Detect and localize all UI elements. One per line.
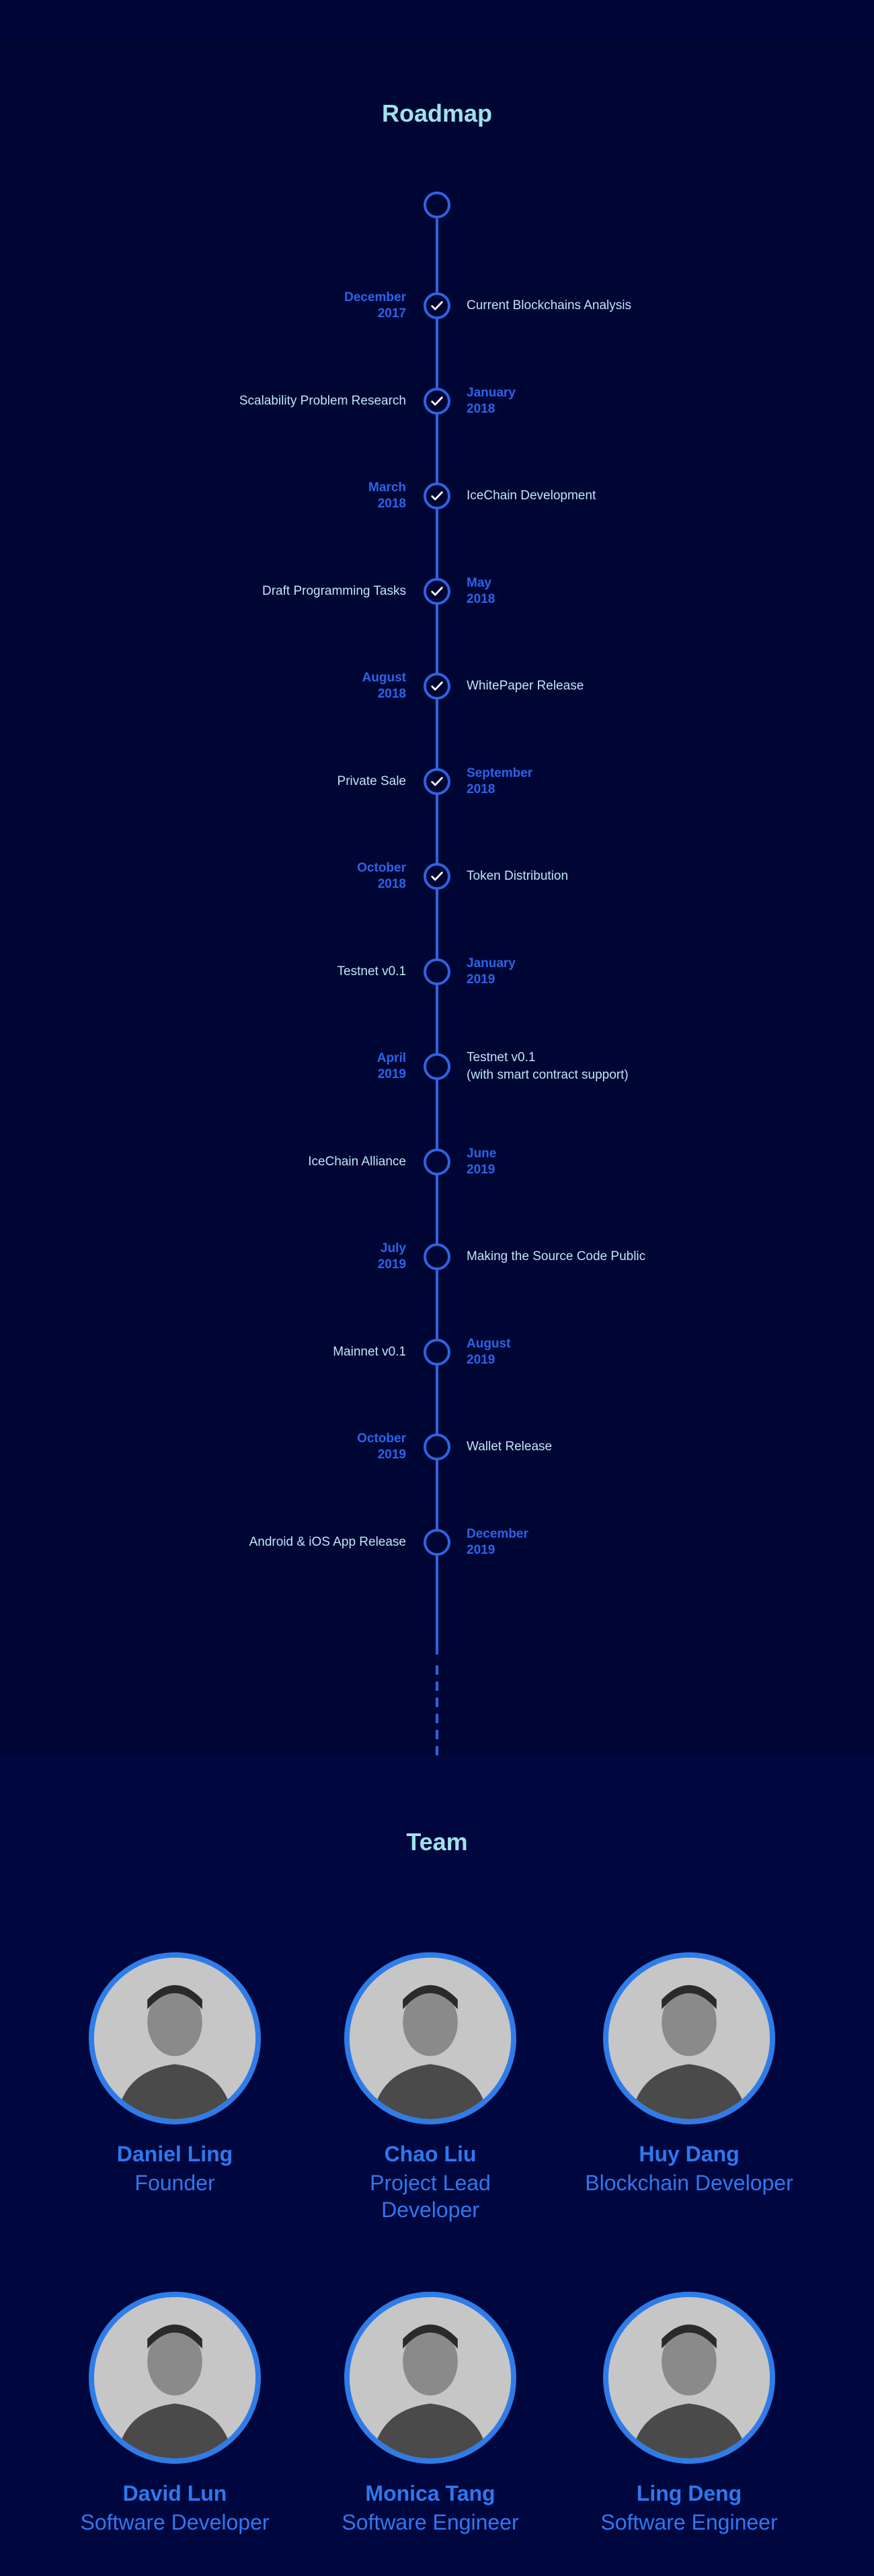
member-name: Ling Deng [636,2481,742,2505]
portrait-photo-icon [608,1958,770,2119]
avatar [344,2292,516,2464]
portrait-photo-icon [350,1958,511,2119]
member-role-text: Founder [134,2171,215,2195]
member-name: Monica Tang [365,2481,495,2505]
member-name: Huy Dang [639,2142,740,2166]
member-role-text: Blockchain Developer [585,2171,793,2195]
member-role: Founder [34,2169,316,2196]
member-role-text: Software Engineer [600,2510,778,2534]
avatar [89,2292,261,2464]
member-role-text: Software Developer [80,2510,270,2534]
member-role: Software Engineer [548,2509,830,2536]
member-role-text-line2: Developer [381,2198,479,2222]
avatar [603,2292,775,2464]
roadmap-section [0,38,874,1755]
roadmap-title: Roadmap [381,99,493,127]
team-title: Team [406,1828,468,1856]
portrait-photo-icon [350,2297,511,2458]
portrait-photo-icon [608,2297,770,2458]
member-role-text: Software Engineer [342,2510,519,2534]
member-name: David Lun [122,2481,227,2505]
member-name: Chao Liu [384,2142,477,2166]
member-role-text: Project Lead [370,2171,491,2195]
member-name: Daniel Ling [116,2142,233,2166]
avatar [603,1952,775,2124]
portrait-photo-icon [94,1958,255,2119]
avatar [89,1952,261,2124]
member-role: Blockchain Developer [548,2169,830,2196]
avatar [344,1952,516,2124]
top-bar [0,0,874,38]
portrait-photo-icon [94,2297,255,2458]
member-role: Software Engineer [289,2509,571,2536]
member-role: Software Developer [34,2509,316,2536]
